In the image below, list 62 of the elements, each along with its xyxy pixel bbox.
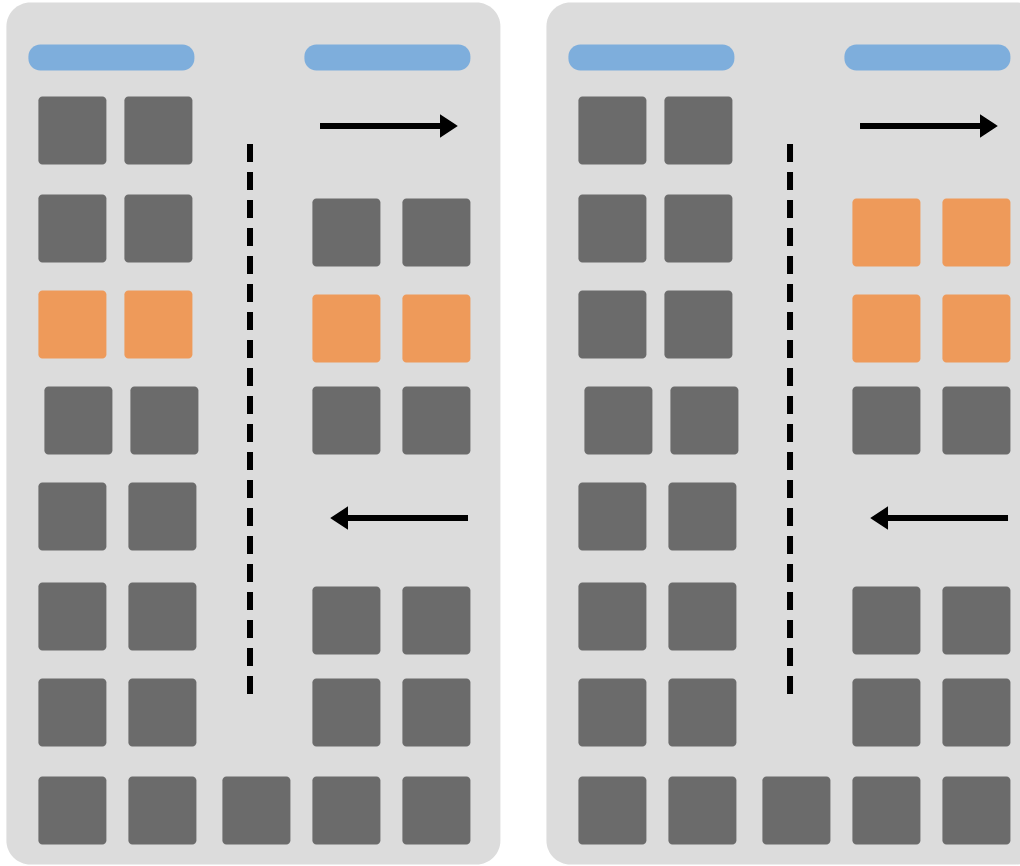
seat-square bbox=[942, 386, 1011, 455]
seat-square bbox=[942, 776, 1011, 845]
seat-square bbox=[762, 776, 831, 845]
seat-square bbox=[402, 678, 471, 747]
seat-square bbox=[312, 198, 381, 267]
seat-square bbox=[578, 776, 647, 845]
seat-square bbox=[852, 586, 921, 655]
seat-square bbox=[942, 586, 1011, 655]
seat-square bbox=[578, 582, 647, 651]
seat-square bbox=[670, 386, 739, 455]
seat-square bbox=[128, 678, 197, 747]
seat-square bbox=[38, 290, 107, 359]
seat-square bbox=[578, 678, 647, 747]
header-bar bbox=[28, 44, 195, 71]
seat-square bbox=[38, 678, 107, 747]
seat-square bbox=[942, 294, 1011, 363]
seat-square bbox=[578, 482, 647, 551]
seat-square bbox=[664, 194, 733, 263]
seat-square bbox=[852, 678, 921, 747]
seat-square bbox=[130, 386, 199, 455]
seat-square bbox=[584, 386, 653, 455]
seat-square bbox=[942, 678, 1011, 747]
seat-square bbox=[852, 776, 921, 845]
seat-square bbox=[124, 290, 193, 359]
seat-square bbox=[124, 96, 193, 165]
seat-square bbox=[402, 776, 471, 845]
seat-square bbox=[312, 678, 381, 747]
header-bar bbox=[304, 44, 471, 71]
seat-square bbox=[38, 776, 107, 845]
seat-square bbox=[312, 386, 381, 455]
seat-square bbox=[668, 776, 737, 845]
seat-square bbox=[128, 482, 197, 551]
header-bar bbox=[844, 44, 1011, 71]
seat-square bbox=[942, 198, 1011, 267]
seat-square bbox=[852, 386, 921, 455]
seat-square bbox=[402, 294, 471, 363]
seat-square bbox=[124, 194, 193, 263]
seat-square bbox=[578, 194, 647, 263]
seat-square bbox=[578, 290, 647, 359]
seat-square bbox=[668, 482, 737, 551]
seat-square bbox=[312, 776, 381, 845]
seat-square bbox=[852, 198, 921, 267]
seat-square bbox=[402, 198, 471, 267]
seat-square bbox=[44, 386, 113, 455]
seat-square bbox=[38, 194, 107, 263]
seat-square bbox=[312, 294, 381, 363]
seat-square bbox=[128, 776, 197, 845]
seat-square bbox=[38, 482, 107, 551]
seat-square bbox=[668, 582, 737, 651]
seat-square bbox=[402, 386, 471, 455]
seat-square bbox=[312, 586, 381, 655]
seat-square bbox=[852, 294, 921, 363]
seat-square bbox=[222, 776, 291, 845]
seat-square bbox=[38, 582, 107, 651]
seat-square bbox=[668, 678, 737, 747]
seat-square bbox=[664, 290, 733, 359]
seat-square bbox=[578, 96, 647, 165]
header-bar bbox=[568, 44, 735, 71]
seat-square bbox=[38, 96, 107, 165]
seat-square bbox=[128, 582, 197, 651]
seat-square bbox=[402, 586, 471, 655]
seat-square bbox=[664, 96, 733, 165]
